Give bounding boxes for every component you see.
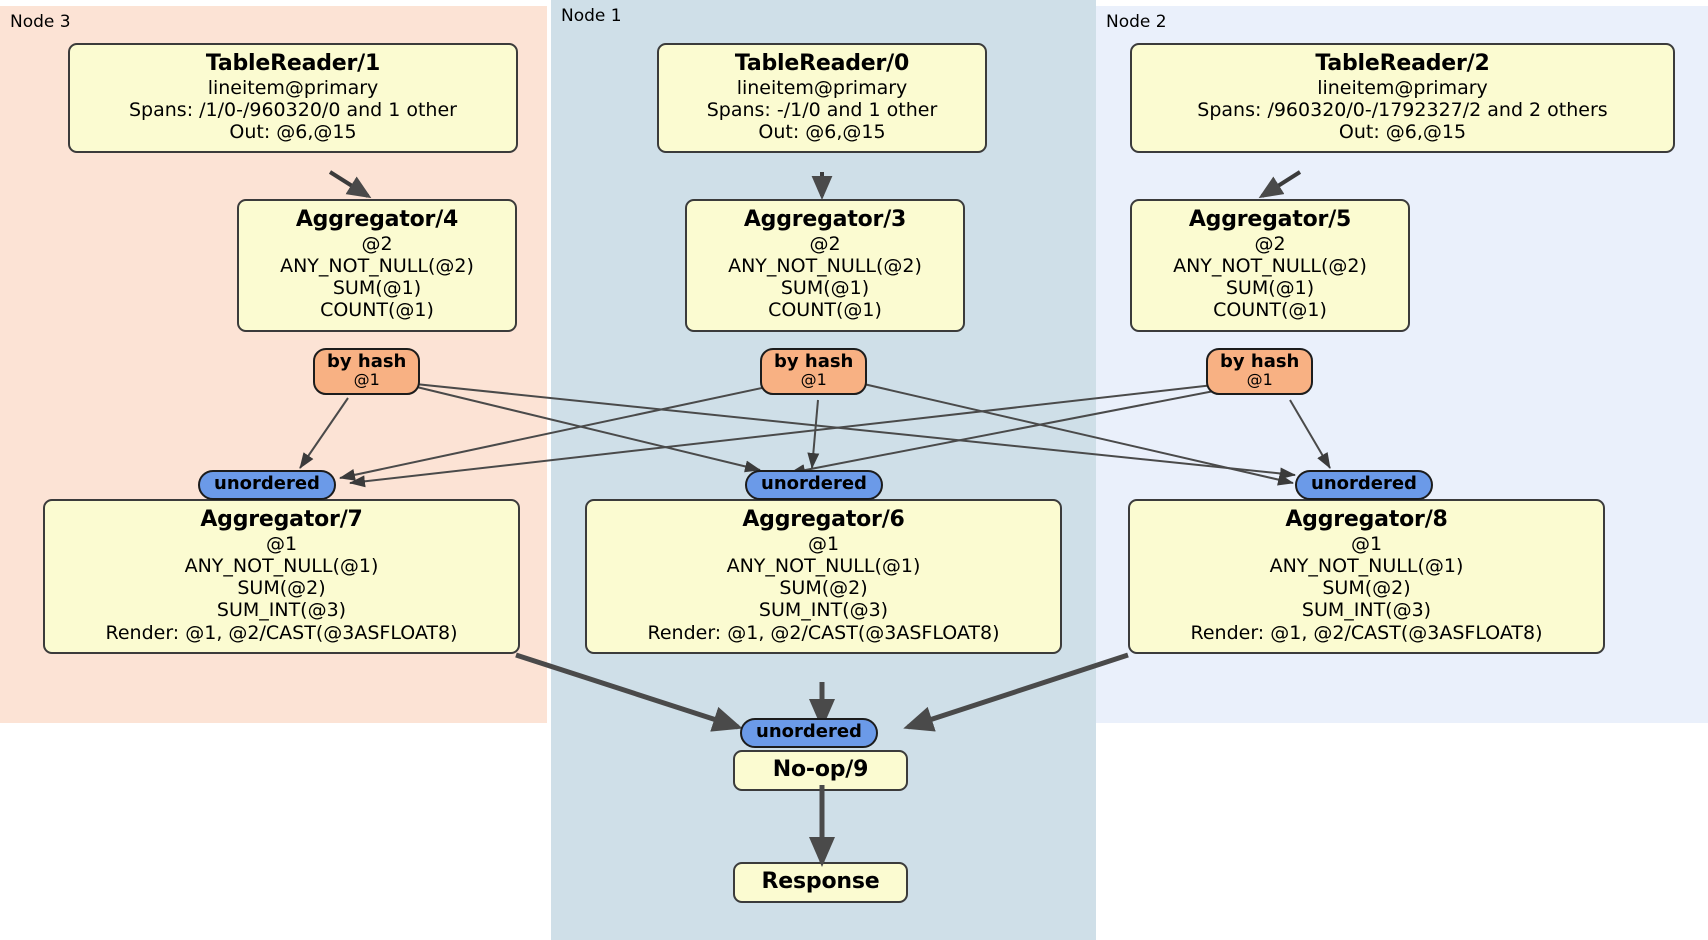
processor-detail-line: COUNT(@1) — [768, 299, 882, 322]
processor-detail-line: Out: @6,@15 — [758, 121, 886, 144]
router-type-label: by hash — [774, 351, 854, 372]
processor-box-aggregator-3[interactable]: Aggregator/3 @2 ANY_NOT_NULL(@2) SUM(@1)… — [685, 199, 965, 332]
output-router-by-hash-left[interactable]: by hash @1 — [313, 348, 421, 395]
processor-detail-line: ANY_NOT_NULL(@1) — [1269, 554, 1464, 577]
processor-detail-line: ANY_NOT_NULL(@2) — [1173, 254, 1367, 277]
processor-detail-line: ANY_NOT_NULL(@2) — [280, 254, 474, 277]
processor-detail-line: @1 — [1350, 532, 1383, 555]
processor-detail-line: COUNT(@1) — [320, 299, 434, 322]
node-panel-label: Node 1 — [561, 6, 622, 26]
processor-title: Aggregator/6 — [742, 507, 905, 532]
processor-render-line: Render: @1, @2/CAST(@3ASFLOAT8) — [1190, 621, 1543, 644]
processor-detail-line: Out: @6,@15 — [1338, 121, 1467, 144]
processor-detail-line: SUM_INT(@3) — [1301, 599, 1432, 622]
synchronizer-type-label: unordered — [761, 473, 867, 494]
processor-detail-line: @2 — [1254, 232, 1286, 255]
processor-box-response[interactable]: Response — [733, 862, 908, 903]
processor-detail-line: SUM_INT(@3) — [216, 599, 347, 622]
processor-title: TableReader/1 — [205, 51, 381, 76]
processor-detail-line: Spans: /960320/0-/1792327/2 and 2 others — [1197, 98, 1608, 121]
input-synchronizer-unordered-mid[interactable]: unordered — [745, 470, 883, 500]
processor-title: TableReader/2 — [1315, 51, 1490, 76]
processor-detail-line: SUM_INT(@3) — [758, 599, 889, 622]
processor-detail-line: @2 — [809, 232, 841, 255]
router-type-label: by hash — [327, 351, 407, 372]
processor-box-aggregator-8[interactable]: Aggregator/8 @1 ANY_NOT_NULL(@1) SUM(@2)… — [1128, 499, 1605, 654]
node-panel-label: Node 2 — [1106, 12, 1167, 32]
processor-title: Aggregator/5 — [1188, 207, 1352, 232]
processor-detail-line: @1 — [807, 532, 840, 555]
router-column-label: @1 — [1246, 369, 1273, 389]
input-synchronizer-unordered-final[interactable]: unordered — [740, 718, 878, 748]
processor-detail-line: ANY_NOT_NULL(@2) — [728, 254, 922, 277]
router-column-label: @1 — [800, 369, 827, 389]
processor-detail-line: SUM(@2) — [237, 577, 326, 600]
processor-detail-line: ANY_NOT_NULL(@1) — [726, 554, 921, 577]
processor-title: Aggregator/4 — [295, 207, 459, 232]
processor-detail-line: SUM(@2) — [779, 577, 868, 600]
processor-detail-line: Spans: -/1/0 and 1 other — [706, 98, 938, 121]
synchronizer-type-label: unordered — [756, 721, 862, 742]
output-router-by-hash-mid[interactable]: by hash @1 — [760, 348, 868, 395]
processor-title: Aggregator/7 — [200, 507, 363, 532]
processor-detail-line: Out: @6,@15 — [229, 121, 357, 144]
processor-detail-line: ANY_NOT_NULL(@1) — [184, 554, 379, 577]
processor-render-line: Render: @1, @2/CAST(@3ASFLOAT8) — [647, 621, 1000, 644]
processor-detail-line: SUM(@1) — [332, 277, 422, 300]
processor-box-tablereader-0[interactable]: TableReader/0 lineitem@primary Spans: -/… — [657, 43, 987, 154]
router-column-label: @1 — [353, 369, 380, 389]
input-synchronizer-unordered-left[interactable]: unordered — [198, 470, 336, 500]
processor-detail-line: SUM(@1) — [780, 277, 870, 300]
processor-title: Response — [761, 869, 880, 894]
processor-detail-line: lineitem@primary — [736, 76, 908, 99]
processor-title: TableReader/0 — [734, 51, 910, 76]
processor-detail-line: @1 — [265, 532, 298, 555]
processor-detail-line: lineitem@primary — [207, 76, 379, 99]
synchronizer-type-label: unordered — [1311, 473, 1417, 494]
processor-box-tablereader-2[interactable]: TableReader/2 lineitem@primary Spans: /9… — [1130, 43, 1675, 154]
processor-box-aggregator-6[interactable]: Aggregator/6 @1 ANY_NOT_NULL(@1) SUM(@2)… — [585, 499, 1062, 654]
node-panel-label: Node 3 — [10, 12, 71, 32]
processor-detail-line: @2 — [361, 232, 393, 255]
input-synchronizer-unordered-right[interactable]: unordered — [1295, 470, 1433, 500]
processor-detail-line: Spans: /1/0-/960320/0 and 1 other — [129, 98, 457, 121]
processor-box-tablereader-1[interactable]: TableReader/1 lineitem@primary Spans: /1… — [68, 43, 518, 154]
processor-title: No-op/9 — [772, 757, 869, 782]
processor-detail-line: SUM(@1) — [1225, 277, 1315, 300]
processor-box-aggregator-5[interactable]: Aggregator/5 @2 ANY_NOT_NULL(@2) SUM(@1)… — [1130, 199, 1410, 332]
processor-title: Aggregator/8 — [1285, 507, 1448, 532]
processor-detail-line: SUM(@2) — [1322, 577, 1411, 600]
output-router-by-hash-right[interactable]: by hash @1 — [1206, 348, 1314, 395]
synchronizer-type-label: unordered — [214, 473, 320, 494]
processor-box-aggregator-7[interactable]: Aggregator/7 @1 ANY_NOT_NULL(@1) SUM(@2)… — [43, 499, 520, 654]
router-type-label: by hash — [1220, 351, 1300, 372]
processor-detail-line: COUNT(@1) — [1213, 299, 1327, 322]
processor-box-aggregator-4[interactable]: Aggregator/4 @2 ANY_NOT_NULL(@2) SUM(@1)… — [237, 199, 517, 332]
processor-detail-line: lineitem@primary — [1317, 76, 1488, 99]
processor-box-noop-9[interactable]: No-op/9 — [733, 750, 908, 791]
processor-render-line: Render: @1, @2/CAST(@3ASFLOAT8) — [105, 621, 458, 644]
processor-title: Aggregator/3 — [743, 207, 907, 232]
